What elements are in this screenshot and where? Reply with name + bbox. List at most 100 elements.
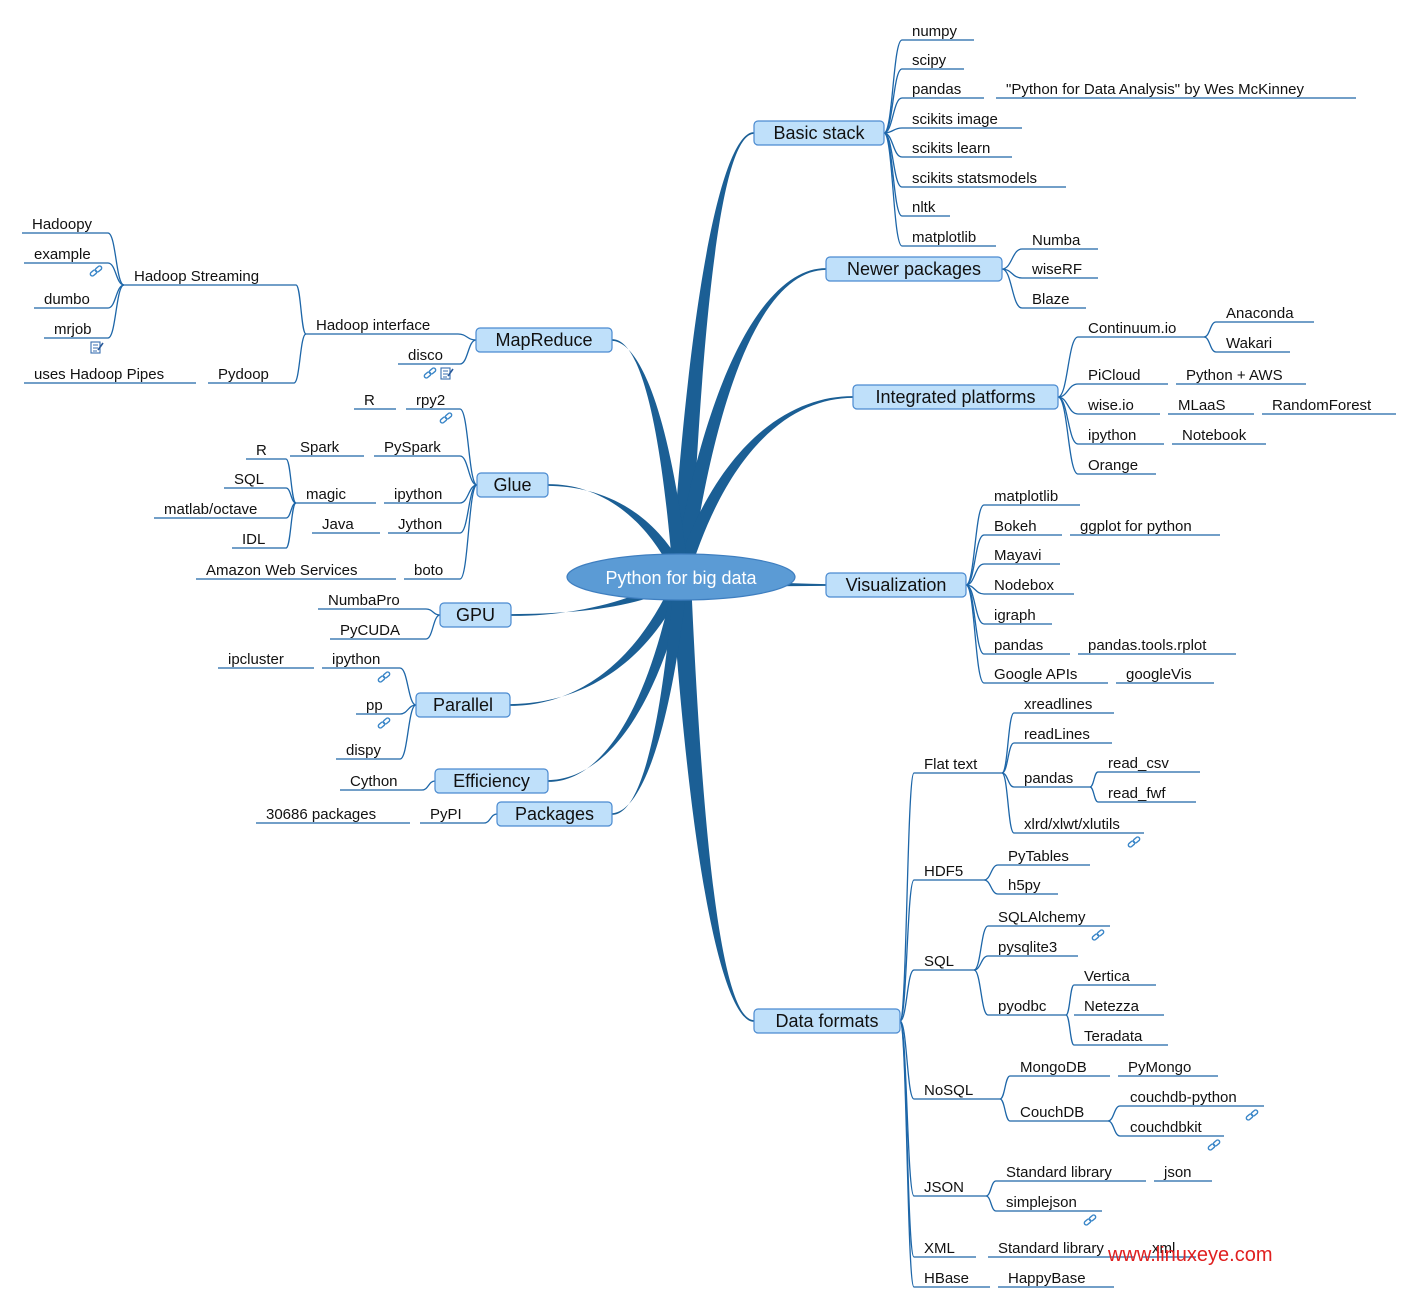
- node-pypi[interactable]: PyPI: [430, 806, 462, 823]
- node-numpy[interactable]: numpy: [912, 23, 958, 40]
- node-json[interactable]: json: [1163, 1164, 1192, 1181]
- node-rpy2[interactable]: rpy2: [416, 392, 445, 409]
- node-notebook[interactable]: Notebook: [1182, 427, 1247, 444]
- node-scikits-learn[interactable]: scikits learn: [912, 140, 990, 157]
- link-icon[interactable]: [1083, 1214, 1097, 1226]
- node-pydoop[interactable]: Pydoop: [218, 366, 269, 383]
- node-anaconda[interactable]: Anaconda: [1226, 305, 1294, 322]
- node-blaze[interactable]: Blaze: [1032, 291, 1070, 308]
- node-pyspark[interactable]: PySpark: [384, 439, 441, 456]
- node-sql[interactable]: SQL: [234, 471, 264, 488]
- node-flat-text[interactable]: Flat text: [924, 756, 978, 773]
- topic-basic-stack[interactable]: Basic stack: [753, 120, 885, 146]
- node-googlevis[interactable]: googleVis: [1126, 666, 1192, 683]
- node-hadoop-interface[interactable]: Hadoop interface: [316, 317, 430, 334]
- node-couchdbkit[interactable]: couchdbkit: [1130, 1119, 1203, 1136]
- node-sqlalchemy[interactable]: SQLAlchemy: [998, 909, 1086, 926]
- node-matplotlib[interactable]: matplotlib: [994, 488, 1058, 505]
- topic-packages[interactable]: Packages: [496, 801, 613, 827]
- node-ipcluster[interactable]: ipcluster: [228, 651, 284, 668]
- node-read-fwf[interactable]: read_fwf: [1108, 785, 1166, 802]
- node-h5py[interactable]: h5py: [1008, 877, 1041, 894]
- node-nosql[interactable]: NoSQL: [924, 1082, 973, 1099]
- topic-glue[interactable]: Glue: [476, 472, 549, 498]
- topic-integrated-platforms[interactable]: Integrated platforms: [852, 384, 1059, 410]
- node-hdf5[interactable]: HDF5: [924, 863, 963, 880]
- node-bokeh[interactable]: Bokeh: [994, 518, 1037, 535]
- node-happybase[interactable]: HappyBase: [1008, 1270, 1086, 1287]
- node-scikits-image[interactable]: scikits image: [912, 111, 998, 128]
- node-amazon-web-services[interactable]: Amazon Web Services: [206, 562, 357, 579]
- link-icon[interactable]: [423, 367, 437, 379]
- node-json[interactable]: JSON: [924, 1179, 964, 1196]
- node-r[interactable]: R: [256, 442, 267, 459]
- link-icon[interactable]: [1245, 1109, 1259, 1121]
- topic-gpu[interactable]: GPU: [439, 602, 512, 628]
- node-pyodbc[interactable]: pyodbc: [998, 998, 1047, 1015]
- note-icon[interactable]: [90, 341, 104, 354]
- node-igraph[interactable]: igraph: [994, 607, 1036, 624]
- node-dispy[interactable]: dispy: [346, 742, 382, 759]
- node-orange[interactable]: Orange: [1088, 457, 1138, 474]
- node-numba[interactable]: Numba: [1032, 232, 1081, 249]
- topic-parallel[interactable]: Parallel: [415, 692, 511, 718]
- link-icon[interactable]: [377, 717, 391, 729]
- node-matlab-octave[interactable]: matlab/octave: [164, 501, 257, 518]
- node-uses-hadoop-pipes[interactable]: uses Hadoop Pipes: [34, 366, 164, 383]
- node-pandas[interactable]: pandas: [1024, 770, 1073, 787]
- topic-efficiency[interactable]: Efficiency: [434, 768, 549, 794]
- node-pandas[interactable]: pandas: [912, 81, 961, 98]
- node-pycuda[interactable]: PyCUDA: [340, 622, 400, 639]
- node-jython[interactable]: Jython: [398, 516, 442, 533]
- node-xreadlines[interactable]: xreadlines: [1024, 696, 1092, 713]
- node-vertica[interactable]: Vertica: [1084, 968, 1131, 985]
- link-icon[interactable]: [89, 265, 103, 277]
- node-xlrd-xlwt-xlutils[interactable]: xlrd/xlwt/xlutils: [1024, 816, 1120, 833]
- node-wakari[interactable]: Wakari: [1226, 335, 1272, 352]
- node-numbapro[interactable]: NumbaPro: [328, 592, 400, 609]
- node-cython[interactable]: Cython: [350, 773, 398, 790]
- node-picloud[interactable]: PiCloud: [1088, 367, 1141, 384]
- node-mrjob[interactable]: mrjob: [54, 321, 92, 338]
- node-teradata[interactable]: Teradata: [1084, 1028, 1143, 1045]
- node-disco[interactable]: disco: [408, 347, 443, 364]
- node-ipython[interactable]: ipython: [394, 486, 442, 503]
- node-continuum-io[interactable]: Continuum.io: [1088, 320, 1176, 337]
- node-sql[interactable]: SQL: [924, 953, 954, 970]
- topic-mapreduce[interactable]: MapReduce: [475, 327, 613, 353]
- node-randomforest[interactable]: RandomForest: [1272, 397, 1372, 414]
- node-couchdb[interactable]: CouchDB: [1020, 1104, 1084, 1121]
- node-ipython[interactable]: ipython: [332, 651, 380, 668]
- node-mayavi[interactable]: Mayavi: [994, 547, 1042, 564]
- node-example[interactable]: example: [34, 246, 91, 263]
- node-readlines[interactable]: readLines: [1024, 726, 1090, 743]
- node-hadoopy[interactable]: Hadoopy: [32, 216, 93, 233]
- node-xml[interactable]: xml: [1152, 1240, 1175, 1257]
- node-pymongo[interactable]: PyMongo: [1128, 1059, 1191, 1076]
- node-matplotlib[interactable]: matplotlib: [912, 229, 976, 246]
- link-icon[interactable]: [1127, 836, 1141, 848]
- note-icon[interactable]: [440, 367, 454, 380]
- node-wise-io[interactable]: wise.io: [1087, 397, 1134, 414]
- node-r[interactable]: R: [364, 392, 375, 409]
- node-30686-packages[interactable]: 30686 packages: [266, 806, 376, 823]
- node-nodebox[interactable]: Nodebox: [994, 577, 1055, 594]
- link-icon[interactable]: [439, 412, 453, 424]
- node-dumbo[interactable]: dumbo: [44, 291, 90, 308]
- link-icon[interactable]: [1091, 929, 1105, 941]
- node-boto[interactable]: boto: [414, 562, 443, 579]
- node-pp[interactable]: pp: [366, 697, 383, 714]
- node-netezza[interactable]: Netezza: [1084, 998, 1140, 1015]
- node-scikits-statsmodels[interactable]: scikits statsmodels: [912, 170, 1037, 187]
- topic-newer-packages[interactable]: Newer packages: [825, 256, 1003, 282]
- link-icon[interactable]: [1207, 1139, 1221, 1151]
- node-couchdb-python[interactable]: couchdb-python: [1130, 1089, 1237, 1106]
- node-pandas-tools-rplot[interactable]: pandas.tools.rplot: [1088, 637, 1207, 654]
- node-idl[interactable]: IDL: [242, 531, 265, 548]
- topic-visualization[interactable]: Visualization: [825, 572, 967, 598]
- node-java[interactable]: Java: [322, 516, 354, 533]
- node-wiserf[interactable]: wiseRF: [1031, 261, 1082, 278]
- node-nltk[interactable]: nltk: [912, 199, 936, 216]
- node-ipython[interactable]: ipython: [1088, 427, 1136, 444]
- node-mlaas[interactable]: MLaaS: [1178, 397, 1226, 414]
